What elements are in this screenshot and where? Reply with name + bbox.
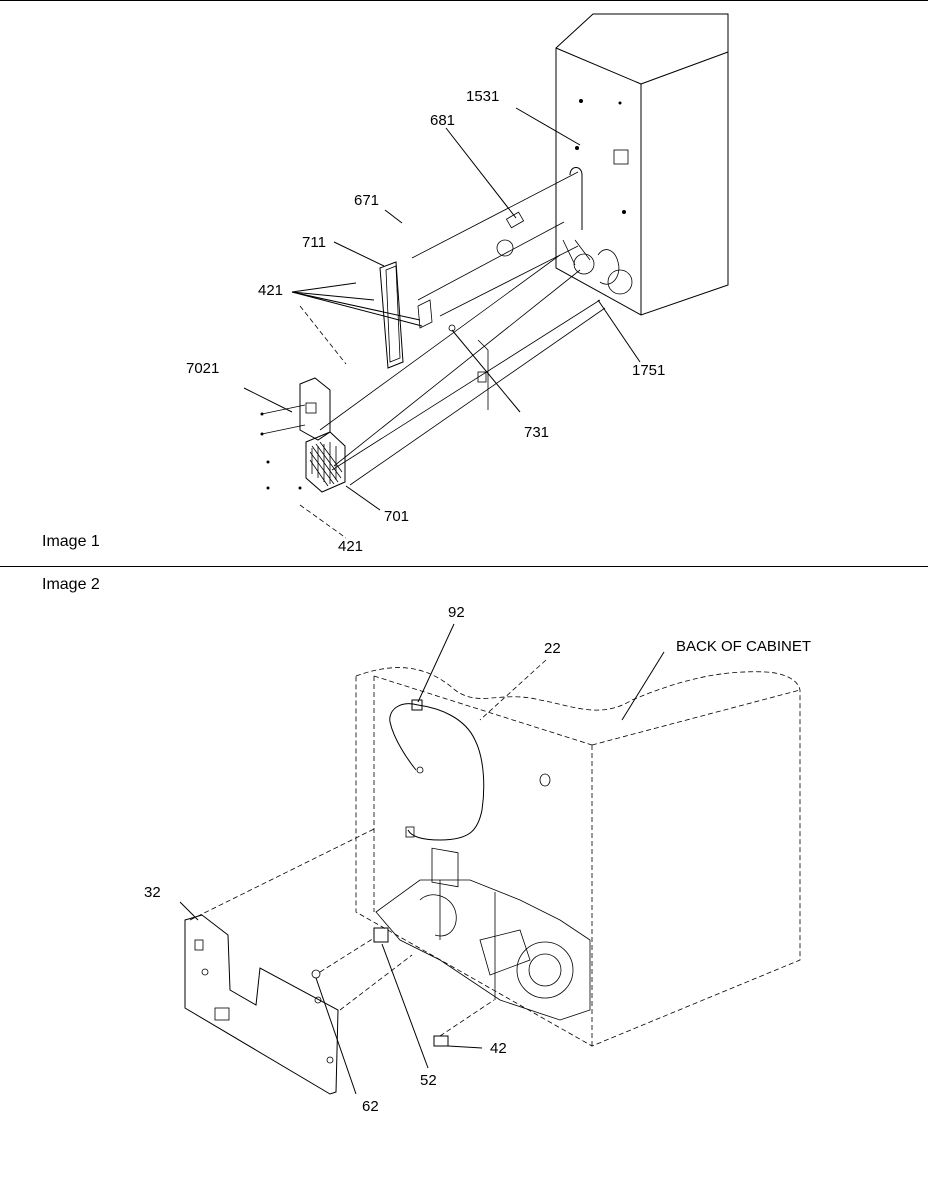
image1-drawing [243, 13, 729, 539]
callout-681: 681 [430, 112, 456, 129]
callout-421-lower: 421 [338, 538, 364, 555]
image2-label: Image 2 [42, 576, 100, 593]
callout-52: 52 [420, 1072, 437, 1089]
callout-701: 701 [384, 508, 410, 525]
callout-62: 62 [362, 1098, 379, 1115]
callout-421-upper: 421 [258, 282, 284, 299]
cabinet-outline-2 [355, 667, 801, 1047]
callout-1531: 1531 [466, 88, 500, 105]
part-32 [184, 914, 339, 1095]
part-711 [379, 261, 404, 369]
callout-711: 711 [302, 234, 326, 251]
callout-22: 22 [544, 640, 561, 657]
cabinet-outline [555, 13, 729, 316]
callout-731: 731 [524, 424, 550, 441]
panel-divider [0, 566, 928, 567]
callout-32: 32 [144, 884, 161, 901]
callout-92: 92 [448, 604, 465, 621]
callout-back-of-cabinet: BACK OF CABINET [676, 638, 812, 655]
top-rule [0, 0, 928, 1]
callout-1751: 1751 [632, 362, 666, 379]
image1-label: Image 1 [42, 533, 100, 550]
callout-42: 42 [490, 1040, 507, 1057]
callout-7021: 7021 [186, 360, 220, 377]
part-701 [305, 431, 346, 493]
grille-hatch [309, 441, 343, 487]
callout-671: 671 [354, 192, 380, 209]
